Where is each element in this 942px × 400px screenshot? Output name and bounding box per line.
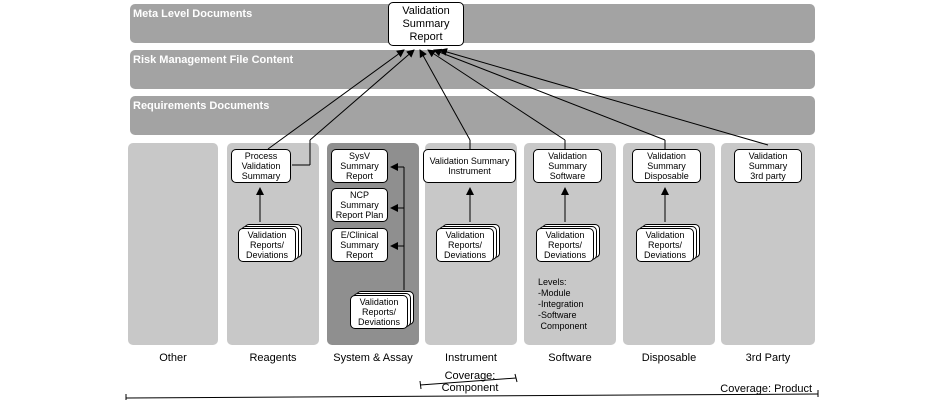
- coverage-component-label: Coverage: Component: [441, 370, 499, 394]
- risk-management-band: [130, 50, 815, 89]
- ncp-summary-report-plan-box: NCP Summary Report Plan: [331, 188, 388, 222]
- requirements-band: [130, 96, 815, 135]
- arrow-software-to-report: [427, 49, 566, 141]
- software-validation-reports-stack: Validation Reports/ Deviations: [536, 224, 600, 262]
- validation-summary-disposable-box: Validation Summary Disposable: [632, 149, 701, 183]
- arrow-sysv-to-report: [309, 49, 415, 141]
- label-other: Other: [159, 352, 187, 364]
- validation-summary-instrument-box: Validation Summary Instrument: [423, 149, 516, 183]
- disposable-validation-reports-stack: Validation Reports/ Deviations: [636, 224, 700, 262]
- coverage-product-line: [125, 393, 819, 399]
- disposable-validation-reports-label: Validation Reports/ Deviations: [636, 228, 694, 262]
- arrow-third-party-to-report: [439, 48, 769, 146]
- software-validation-reports-label: Validation Reports/ Deviations: [536, 228, 594, 262]
- sysv-summary-report-box: SysV Summary Report: [331, 149, 388, 183]
- validation-summary-report-box: Validation Summary Report: [388, 2, 464, 46]
- label-system-assay: System & Assay: [333, 352, 413, 364]
- system-validation-reports-label: Validation Reports/ Deviations: [350, 295, 408, 329]
- coverage-component-line: [419, 377, 517, 386]
- coverage-component-tick-left: [419, 380, 422, 390]
- label-software: Software: [548, 352, 592, 364]
- label-disposable: Disposable: [641, 352, 697, 364]
- arrow-disposable-to-report: [433, 48, 666, 141]
- requirements-title: Requirements Documents: [133, 100, 270, 112]
- instrument-validation-reports-stack: Validation Reports/ Deviations: [436, 224, 500, 262]
- coverage-product-label: Coverage: Product: [720, 383, 812, 395]
- label-reagents: Reagents: [249, 352, 297, 364]
- risk-management-title: Risk Management File Content: [133, 54, 294, 66]
- software-levels-note: Levels: -Module -Integration -Software C…: [538, 277, 588, 331]
- arrow-instrument-to-report: [419, 49, 471, 141]
- instrument-validation-reports-label: Validation Reports/ Deviations: [436, 228, 494, 262]
- validation-summary-software-box: Validation Summary Software: [533, 149, 602, 183]
- column-other: [128, 143, 218, 345]
- label-instrument: Instrument: [445, 352, 497, 364]
- eclinical-summary-report-box: E/Clinical Summary Report: [331, 228, 388, 262]
- meta-level-band: [130, 4, 815, 43]
- system-validation-reports-stack: Validation Reports/ Deviations: [350, 291, 414, 329]
- arrow-process-to-report: [267, 49, 405, 150]
- coverage-component-tick-right: [514, 373, 518, 383]
- process-validation-summary-box: Process Validation Summary: [231, 149, 291, 183]
- reagents-validation-reports-label: Validation Reports/ Deviations: [238, 228, 296, 262]
- reagents-validation-reports-stack: Validation Reports/ Deviations: [238, 224, 302, 262]
- validation-summary-third-party-box: Validation Summary 3rd party: [734, 149, 802, 183]
- meta-level-title: Meta Level Documents: [133, 8, 253, 20]
- label-third-party: 3rd Party: [745, 352, 791, 364]
